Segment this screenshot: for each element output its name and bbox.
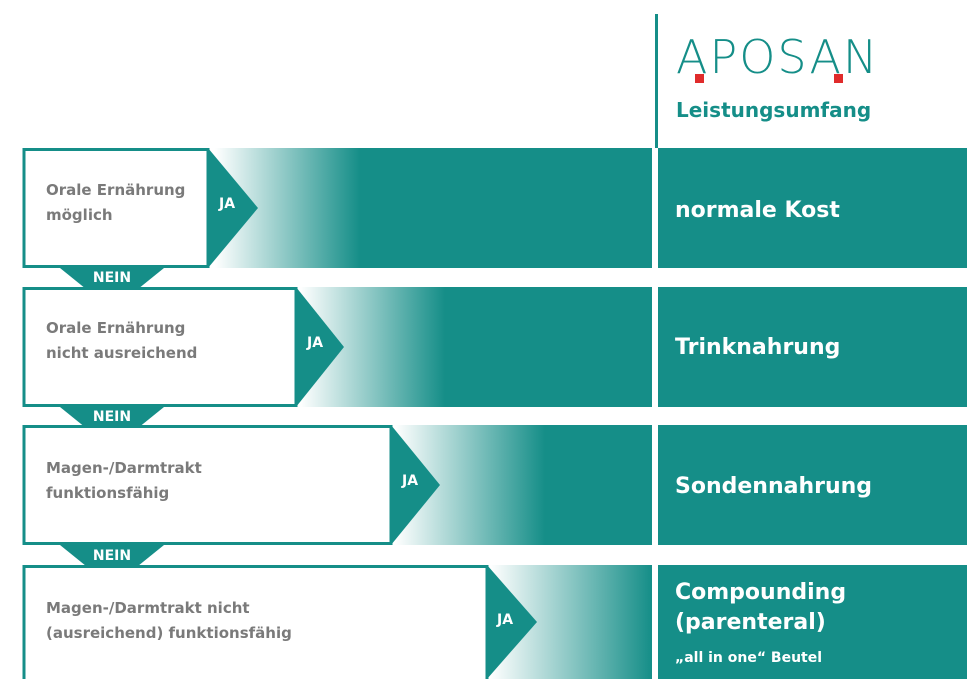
logo-dot-2 [834, 74, 843, 83]
condition-2-line-1: Orale Ernährung [46, 319, 186, 337]
result-box-2 [658, 287, 967, 407]
result-label-1: normale Kost [675, 198, 840, 223]
nein-label-1: NEIN [92, 270, 132, 286]
header-subtitle: Leistungsumfang [676, 98, 872, 122]
condition-box-3 [22, 425, 393, 545]
condition-text-1: Orale Ernährung möglich [46, 178, 185, 228]
ja-label-4: JA [497, 612, 514, 628]
ja-label-1: JA [219, 196, 236, 212]
ja-arrow-3 [391, 425, 440, 545]
result-box-1 [658, 148, 967, 268]
brand-logo: APOSAN [676, 30, 880, 84]
condition-text-4: Magen-/Darmtrakt nicht (ausreichend) fun… [46, 596, 292, 646]
ja-label-3: JA [402, 473, 419, 489]
ja-arrow-2 [296, 287, 344, 407]
nein-label-3: NEIN [92, 548, 132, 564]
condition-4-line-2: (ausreichend) funktionsfähig [46, 623, 292, 642]
condition-3-line-1: Magen-/Darmtrakt [46, 459, 202, 477]
ja-arrow-4 [487, 565, 537, 679]
teal-band-3 [545, 425, 652, 545]
condition-box-1 [22, 148, 210, 268]
condition-text-3: Magen-/Darmtrakt funktionsfähig [46, 456, 202, 506]
result-note-4: „all in one“ Beutel [675, 650, 823, 666]
condition-text-2: Orale Ernährung nicht ausreichend [46, 316, 197, 366]
nein-label-2: NEIN [92, 409, 132, 425]
result-box-3 [658, 425, 967, 545]
condition-2-line-2: nicht ausreichend [46, 343, 198, 362]
logo-dot-1 [695, 74, 704, 83]
condition-1-line-1: Orale Ernährung [46, 181, 186, 199]
brand-header: APOSAN Leistungsumfang [655, 14, 967, 148]
teal-band-2 [445, 287, 652, 407]
result-label-2: Trinknahrung [675, 335, 841, 360]
ja-label-2: JA [307, 335, 324, 351]
result-label-3: Sondennahrung [675, 474, 873, 499]
condition-box-2 [22, 287, 298, 407]
ja-arrow-1 [208, 148, 258, 268]
teal-band-1 [360, 148, 652, 268]
condition-1-line-2: möglich [46, 205, 113, 224]
result-box-4 [658, 565, 967, 679]
condition-box-4 [22, 565, 489, 679]
condition-4-line-1: Magen-/Darmtrakt nicht [46, 599, 250, 617]
condition-3-line-2: funktionsfähig [46, 483, 170, 502]
result-4-line-2: (parenteral) [675, 609, 826, 635]
result-4-line-1: Compounding [675, 580, 847, 605]
result-label-4: Compounding (parenteral) [675, 578, 846, 637]
